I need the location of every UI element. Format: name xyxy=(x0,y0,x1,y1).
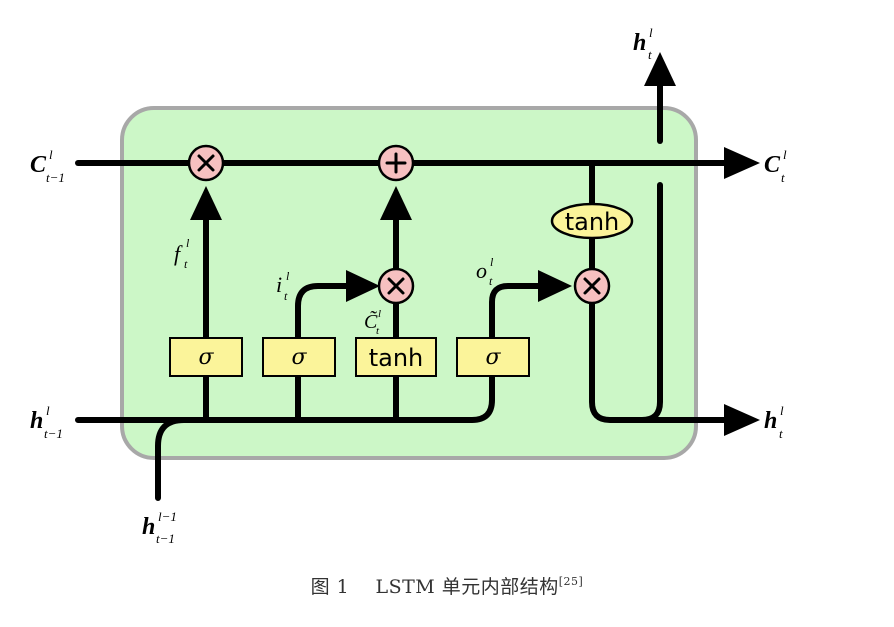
svg-text:l: l xyxy=(780,403,784,418)
svg-text:l: l xyxy=(49,147,53,162)
label-h-below: h l−1 t−1 xyxy=(142,509,177,546)
output-gate-label: σ xyxy=(485,345,501,370)
hidden-up-wire-lower xyxy=(639,182,663,423)
input-gate-box: σ xyxy=(262,337,336,377)
svg-text:t−1: t−1 xyxy=(44,426,63,441)
svg-text:t: t xyxy=(284,289,288,303)
svg-text:h: h xyxy=(30,408,43,434)
input-gate-label: σ xyxy=(291,345,307,370)
svg-text:t−1: t−1 xyxy=(46,170,65,185)
output-gate-arrow xyxy=(538,270,572,302)
forget-gate-box: σ xyxy=(169,337,243,377)
label-i: i l t xyxy=(276,269,290,303)
caption-reference: [25] xyxy=(558,575,584,588)
label-h-out-top: h l t xyxy=(633,25,653,62)
svg-text:C: C xyxy=(764,152,781,178)
input-wire xyxy=(295,283,351,423)
label-h-prev: h l t−1 xyxy=(30,403,63,441)
svg-text:t: t xyxy=(184,257,188,271)
label-o: o l t xyxy=(476,255,494,288)
hidden-up-arrow xyxy=(644,52,676,86)
svg-text:t: t xyxy=(648,47,652,62)
svg-text:C: C xyxy=(30,152,47,178)
cell-tanh-label: tanh xyxy=(565,208,620,236)
svg-text:t: t xyxy=(376,325,380,337)
caption-text: LSTM 单元内部结构 xyxy=(375,576,559,598)
svg-text:l: l xyxy=(649,25,653,40)
label-c-out: C l t xyxy=(764,147,787,185)
label-h-out-right: h l t xyxy=(764,403,784,441)
svg-text:h: h xyxy=(633,30,646,56)
svg-text:o: o xyxy=(476,258,487,283)
svg-text:l: l xyxy=(490,255,494,269)
update-arrow xyxy=(380,186,412,220)
svg-text:l−1: l−1 xyxy=(158,509,177,524)
svg-text:l: l xyxy=(286,269,290,283)
label-f: f l t xyxy=(174,236,190,271)
svg-text:h: h xyxy=(142,514,155,540)
forget-multiply-op xyxy=(187,144,225,182)
output-gate-box: σ xyxy=(456,337,530,377)
svg-text:C̃: C̃ xyxy=(364,310,378,333)
candidate-layer-label: tanh xyxy=(369,344,424,372)
cell-tanh-node: tanh xyxy=(550,202,634,240)
caption-prefix: 图 1 xyxy=(310,576,350,598)
input-multiply-op xyxy=(377,267,415,305)
label-c-prev: C l t−1 xyxy=(30,147,65,185)
svg-text:t: t xyxy=(779,426,783,441)
lower-layer-input-line xyxy=(155,417,203,501)
svg-text:i: i xyxy=(276,272,282,297)
forget-arrow xyxy=(190,186,222,220)
svg-text:l: l xyxy=(378,308,381,320)
svg-text:f: f xyxy=(174,241,183,266)
hidden-output-arrow xyxy=(724,404,760,436)
svg-text:h: h xyxy=(764,408,777,434)
svg-text:t: t xyxy=(489,274,493,288)
svg-text:l: l xyxy=(186,236,190,250)
label-c-tilde: C̃ l t xyxy=(364,308,381,337)
figure-caption: 图 1 LSTM 单元内部结构[25] xyxy=(0,572,894,599)
svg-text:t−1: t−1 xyxy=(156,531,175,546)
forget-gate-label: σ xyxy=(198,345,214,370)
input-arrow xyxy=(346,270,380,302)
candidate-layer-box: tanh xyxy=(355,337,437,377)
svg-text:t: t xyxy=(781,170,785,185)
svg-text:l: l xyxy=(46,403,50,418)
svg-text:l: l xyxy=(783,147,787,162)
cell-state-arrow xyxy=(724,147,760,179)
hidden-output-wire xyxy=(589,299,729,423)
cell-add-op xyxy=(377,144,415,182)
output-multiply-op xyxy=(573,267,611,305)
